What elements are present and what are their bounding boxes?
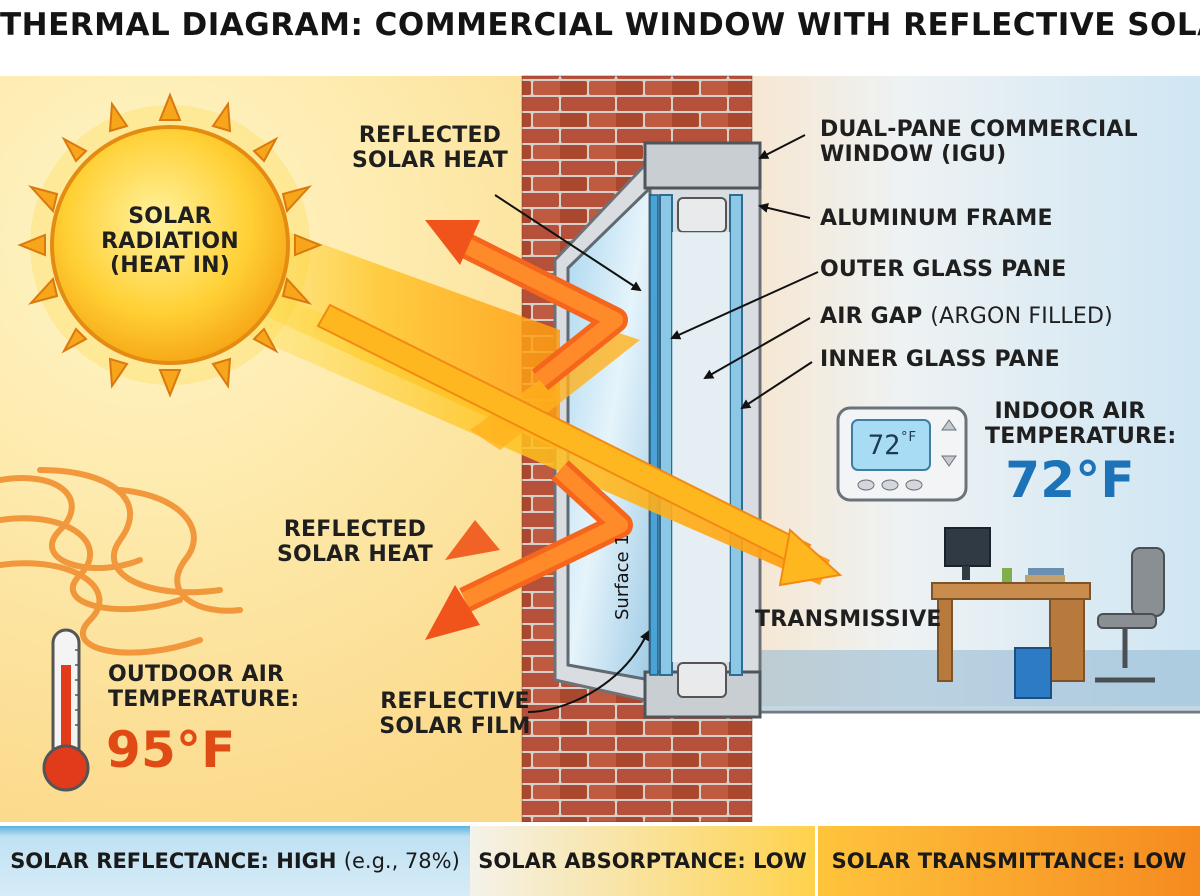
outer-glass-pane-label: OUTER GLASS PANE (820, 257, 1067, 282)
band-absorptance-bg (470, 826, 815, 896)
sun-label-line-2: RADIATION (101, 228, 239, 254)
outdoor-label-line-1: OUTDOOR AIR (108, 662, 285, 687)
reflected-heat-label-top: REFLECTED SOLAR HEAT (350, 123, 510, 173)
indoor-label-line-1: INDOOR AIR (994, 399, 1146, 424)
outdoor-label-line-2: TEMPERATURE: (108, 686, 300, 712)
band-reflectance-bg (0, 826, 470, 896)
heat-waves (0, 467, 243, 656)
floor-slab (740, 712, 1200, 822)
indoor-temp-value: 72°F (1005, 451, 1135, 509)
indoor-room (740, 76, 1200, 706)
band-transmittance: SOLAR TRANSMITTANCE: LOW (818, 826, 1200, 896)
band-transmittance-text: SOLAR TRANSMITTANCE: LOW (831, 849, 1187, 873)
band-absorptance: SOLAR ABSORPTANCE: LOW (470, 826, 815, 896)
spacer-top (677, 197, 727, 233)
film-label-line-2: SOLAR FILM (379, 713, 531, 739)
sun-label-line-1: SOLAR (128, 204, 212, 229)
film-label-line-1: REFLECTIVE (380, 689, 530, 714)
air-gap-label-main: AIR GAP (820, 304, 923, 329)
window-label-line-1: DUAL-PANE COMMERCIAL (820, 117, 1138, 142)
sun-label-line-3: (HEAT IN) (110, 253, 230, 279)
reflected-arrow-top (425, 220, 628, 391)
band-reflectance-note: (e.g., 78%) (343, 849, 460, 873)
air-gap-label-note: (ARGON FILLED) (930, 304, 1113, 329)
outer-glass-pane (659, 194, 673, 676)
band-transmittance-bg (818, 826, 1200, 896)
office-desk (931, 527, 1091, 699)
aluminum-frame-label: ALUMINUM FRAME (820, 206, 1053, 231)
window-label: DUAL-PANE COMMERCIAL WINDOW (IGU) (820, 117, 1138, 167)
thermostat (836, 406, 968, 502)
outdoor-temp-value: 95°F (106, 721, 236, 779)
diagram-title: THERMAL DIAGRAM: COMMERCIAL WINDOW WITH … (0, 7, 1200, 43)
sun (17, 92, 323, 398)
leader-lines (494, 134, 819, 713)
solar-beam-arrow (316, 303, 843, 587)
band-absorptance-text: SOLAR ABSORPTANCE: LOW (478, 849, 807, 873)
reflective-film (649, 194, 659, 676)
thermometer (42, 628, 90, 792)
air-gap-label: AIR GAP (ARGON FILLED) (820, 304, 1113, 330)
office-chair (1095, 547, 1165, 683)
thermostat-value: 72 (867, 430, 901, 461)
reflected-top-line-2: SOLAR HEAT (352, 147, 508, 173)
indoor-temp-label: INDOOR AIR TEMPERATURE: (985, 399, 1177, 449)
thermostat-display: 72°F (862, 430, 922, 461)
reflected-arrow-bottom (425, 460, 633, 640)
reflected-bottom-line-2: SOLAR HEAT (277, 541, 433, 567)
frame-head (643, 141, 762, 190)
surface-1-label: Surface 1 (612, 534, 633, 620)
transmissive-label: TRANSMISSIVE (755, 607, 942, 632)
sun-label: SOLAR RADIATION (HEAT IN) (100, 204, 240, 279)
air-gap (672, 232, 730, 662)
outdoor-temp-label: OUTDOOR AIR TEMPERATURE: (108, 662, 300, 712)
reflected-heat-label-bottom: REFLECTED SOLAR HEAT (275, 517, 435, 567)
band-reflectance: SOLAR REFLECTANCE: HIGH (e.g., 78%) (0, 826, 470, 896)
thermostat-unit: °F (900, 430, 917, 445)
reflected-top-line-1: REFLECTED (358, 123, 502, 148)
reflected-bottom-line-1: REFLECTED (283, 517, 427, 542)
indoor-label-line-2: TEMPERATURE: (985, 423, 1177, 449)
inner-glass-pane (729, 194, 743, 676)
band-reflectance-text: SOLAR REFLECTANCE: HIGH (10, 849, 337, 873)
spacer-bottom (677, 662, 727, 698)
window-label-line-2: WINDOW (IGU) (820, 141, 1007, 167)
reflective-film-label: REFLECTIVE SOLAR FILM (370, 689, 540, 739)
inner-glass-pane-label: INNER GLASS PANE (820, 347, 1060, 372)
